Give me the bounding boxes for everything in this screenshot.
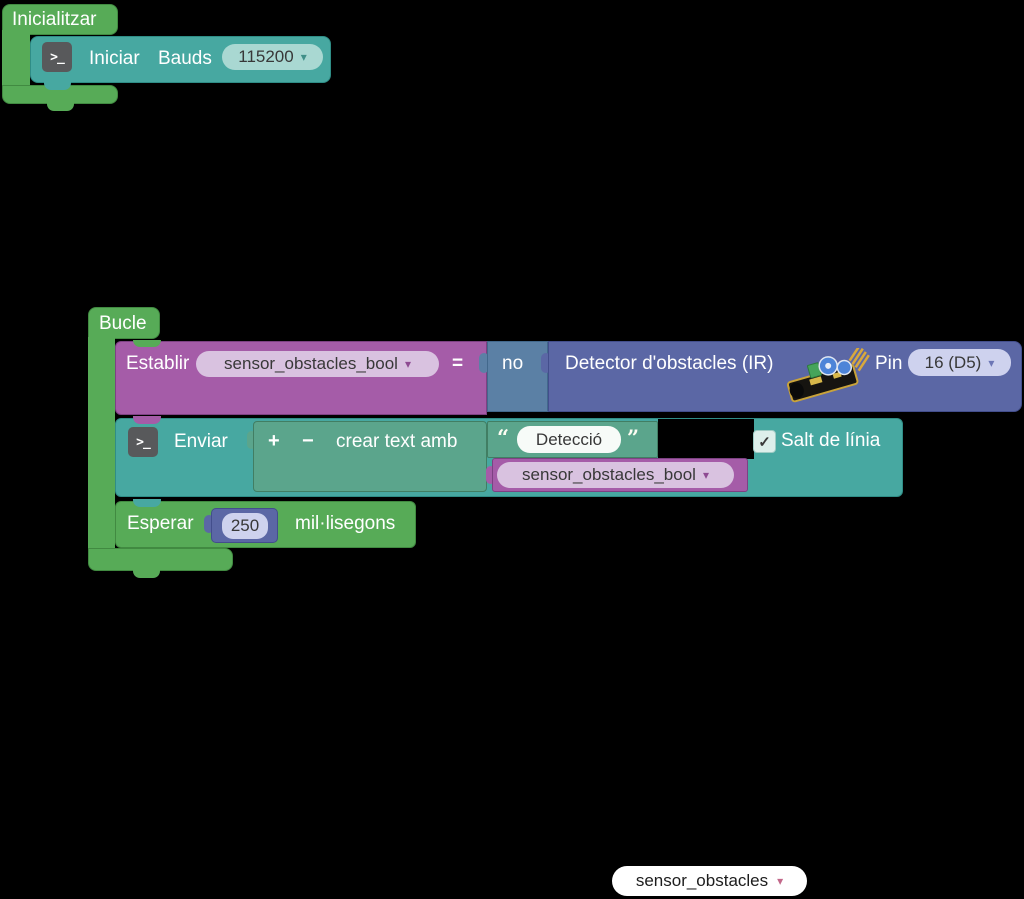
string-value: Detecció: [535, 429, 603, 449]
string-value-field[interactable]: Detecció: [517, 426, 621, 453]
init-hat-foot-notch: [47, 103, 74, 111]
pin-dropdown[interactable]: 16 (D5) ▾: [908, 349, 1011, 376]
wait-top-notch: [133, 499, 161, 507]
serial-init-bottom-notch: [44, 82, 71, 90]
init-hat-block[interactable]: Inicialitzar: [2, 4, 118, 35]
create-text-plug: [247, 431, 256, 449]
variable-dropdown-editor[interactable]: sensor_obstacles ▾: [612, 866, 807, 896]
set-variable-top-notch: [133, 340, 161, 347]
set-variable-label: Establir: [126, 353, 190, 374]
not-block[interactable]: no: [487, 341, 548, 412]
open-quote-icon: “: [497, 425, 510, 450]
baud-rate-value: 115200: [238, 47, 294, 66]
serial-send-label: Enviar: [174, 431, 228, 452]
variable-item-plug: [486, 466, 495, 484]
variable-item-value: sensor_obstacles_bool: [522, 465, 696, 484]
dropdown-arrow-icon: ▾: [988, 355, 995, 370]
dropdown-arrow-icon: ▾: [404, 357, 411, 371]
remove-item-button[interactable]: −: [302, 430, 314, 452]
serial-bauds-label: Bauds: [158, 48, 212, 69]
number-value: 250: [230, 516, 260, 535]
wait-number-plug: [204, 515, 214, 533]
wait-unit-label: mil·lisegons: [295, 513, 396, 534]
dropdown-arrow-icon: ▾: [777, 874, 784, 888]
variable-dropdown-value: sensor_obstacles: [635, 871, 769, 890]
baud-rate-dropdown[interactable]: 115200 ▾: [222, 44, 323, 70]
loop-hat-foot[interactable]: [88, 548, 233, 571]
dropdown-arrow-icon: ▾: [300, 50, 307, 64]
loop-hat-foot-notch: [133, 570, 160, 578]
equals-label: =: [452, 353, 464, 374]
variable-name-value: sensor_obstacles_bool: [224, 354, 398, 373]
init-hat-label: Inicialitzar: [12, 9, 97, 30]
terminal-icon: >_: [42, 42, 72, 72]
ir-sensor-image: [786, 348, 870, 403]
init-hat-spine[interactable]: [2, 30, 30, 88]
ir-detector-label: Detector d'obstacles (IR): [565, 353, 774, 374]
loop-hat-label: Bucle: [99, 313, 147, 334]
newline-label: Salt de línia: [781, 430, 881, 451]
detector-block-plug: [541, 353, 551, 373]
add-item-button[interactable]: +: [268, 430, 280, 452]
pin-label: Pin: [875, 353, 903, 374]
number-value-field[interactable]: 250: [222, 513, 268, 539]
dropdown-arrow-icon: ▾: [702, 468, 709, 482]
variable-item-dropdown[interactable]: sensor_obstacles_bool ▾: [497, 462, 734, 488]
create-text-block[interactable]: [253, 421, 487, 492]
loop-hat-spine[interactable]: [88, 337, 115, 549]
input-gap: [658, 419, 754, 459]
not-label: no: [502, 353, 524, 374]
send-top-notch: [133, 416, 161, 424]
create-text-label: crear text amb: [336, 431, 458, 452]
not-block-plug: [479, 353, 489, 373]
pin-value: 16 (D5): [924, 352, 982, 372]
terminal-icon: >_: [128, 427, 158, 457]
loop-hat-block[interactable]: Bucle: [88, 307, 160, 339]
wait-label: Esperar: [127, 513, 194, 534]
variable-name-dropdown[interactable]: sensor_obstacles_bool ▾: [196, 351, 439, 377]
newline-checkbox[interactable]: ✓: [753, 430, 776, 453]
check-icon: ✓: [758, 433, 771, 451]
serial-init-label: Iniciar: [89, 48, 140, 69]
close-quote-icon: ”: [627, 425, 640, 450]
